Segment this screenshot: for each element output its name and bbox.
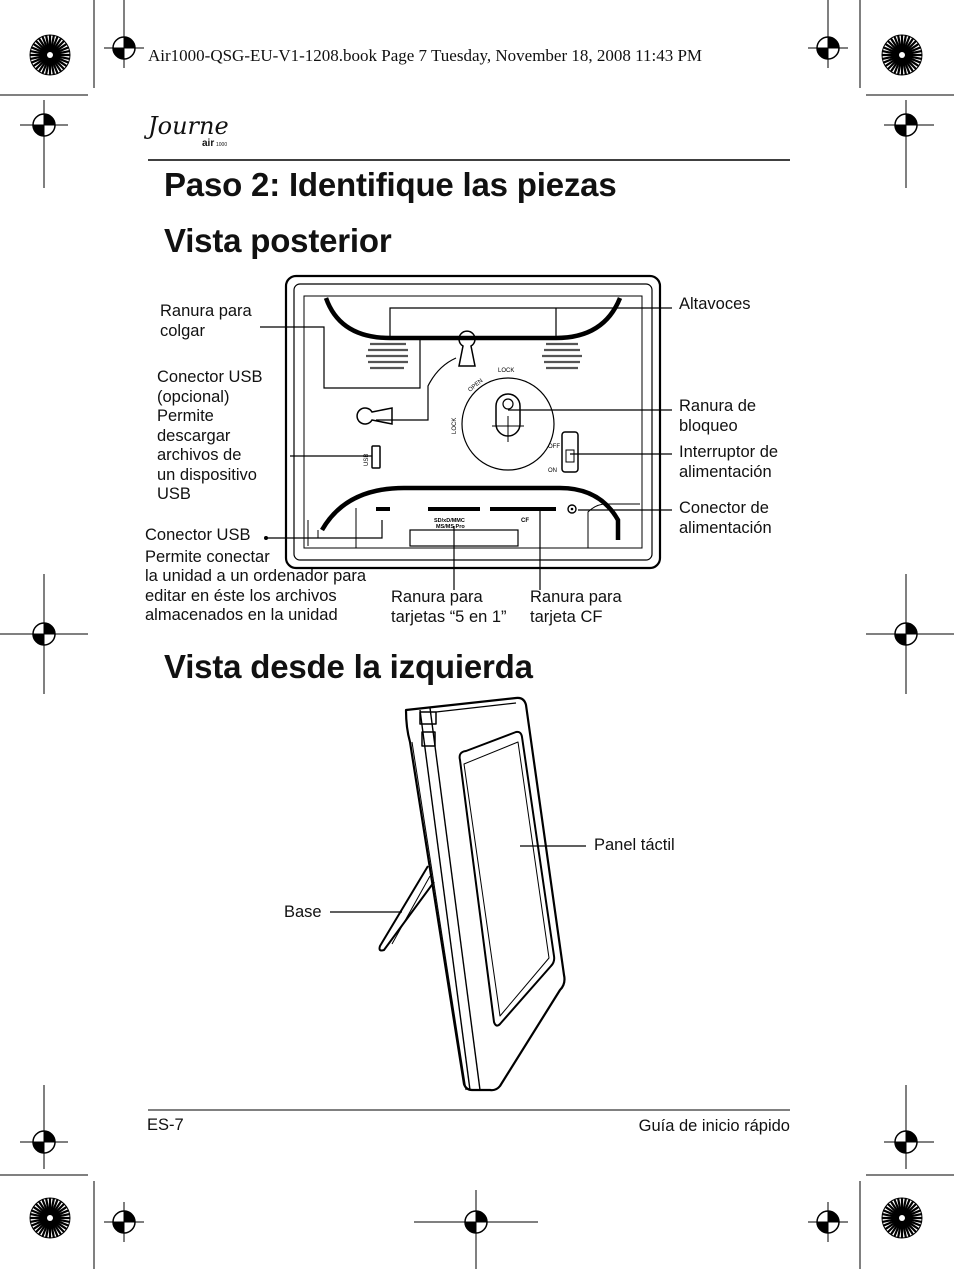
power-connector-line-1: Conector de [679,499,769,517]
hang-slot-label: Ranura para colgar [160,302,252,341]
usb-optional-line-7: USB [157,485,191,503]
card-slot-5in1-line-2: tarjetas “5 en 1” [391,607,507,626]
card-slot-cf-label: Ranura para tarjeta CF [530,588,622,627]
card-slot-5in1-label: Ranura para tarjetas “5 en 1” [391,588,507,627]
hang-slot-line-1: Ranura para [160,302,252,320]
hang-slot-line-2: colgar [160,321,205,340]
dial-lock-side-label: LOCK [452,418,458,434]
lock-slot-line-1: Ranura de [679,397,757,415]
usb-connector-label: Conector USB Permite conectar la unidad … [145,526,366,626]
usb-connector-line-5: almacenados en la unidad [145,606,338,624]
guide-title: Guía de inicio rápido [638,1117,790,1135]
side-usb-label: USB [364,454,370,466]
switch-on-label: ON [548,468,557,474]
logo-model: 1000 [216,142,228,148]
logo-script: Journe [148,112,229,140]
base-label: Base [284,903,322,921]
power-connector-label: Conector de alimentación [679,499,772,538]
usb-optional-line-2: (opcional) [157,387,230,406]
card-slot-cf-line-2: tarjeta CF [530,607,603,626]
usb-optional-line-6: un dispositivo [157,465,257,484]
card-slot-5in1-line-1: Ranura para [391,588,483,606]
page-number: ES-7 [147,1116,184,1134]
card-slot-label: SD/xD/MMC [434,518,465,524]
power-switch-label: Interruptor de alimentación [679,443,778,482]
brand-logo: Journe air 1000 [148,112,229,149]
file-info-line: Air1000-QSG-EU-V1-1208.book Page 7 Tuesd… [148,46,703,65]
power-connector-line-2: alimentación [679,518,772,537]
usb-optional-label: Conector USB (opcional) Permite descarga… [157,368,262,505]
speakers-line-1: Altavoces [679,295,751,313]
power-switch-line-2: alimentación [679,462,772,481]
cf-slot-label: CF [521,518,529,524]
usb-connector-line-4: editar en éste los archivos [145,586,337,605]
usb-optional-line-4: descargar [157,426,231,445]
left-view-heading: Vista desde la izquierda [164,648,533,685]
lock-slot-line-2: bloqueo [679,416,738,435]
lock-slot-label: Ranura de bloqueo [679,397,756,436]
usb-optional-line-1: Conector USB [157,368,263,386]
card-slot-label-2: MS/MS Pro [436,524,465,530]
speakers-label: Altavoces [679,295,751,315]
touch-panel-label: Panel táctil [594,836,675,854]
usb-connector-line-2: Permite conectar [145,547,270,566]
card-slot-cf-line-1: Ranura para [530,588,622,606]
dial-lock-label: LOCK [498,368,514,374]
page-title: Paso 2: Identifique las piezas [164,166,617,203]
usb-optional-line-5: archivos de [157,446,242,464]
logo-air: air [202,138,215,149]
usb-connector-line-1: Conector USB [145,526,251,544]
usb-connector-line-3: la unidad a un ordenador para [145,567,367,585]
power-switch-line-1: Interruptor de [679,443,779,461]
rear-view-heading: Vista posterior [164,222,392,259]
usb-optional-line-3: Permite [157,407,214,425]
switch-off-label: OFF [548,444,560,450]
